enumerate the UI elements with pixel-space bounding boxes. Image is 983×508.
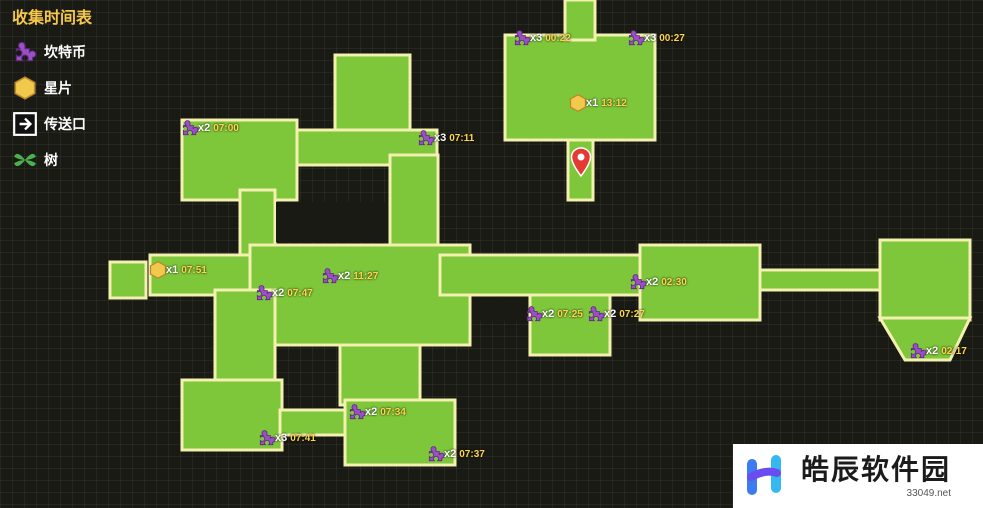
legend-label-coin: 坎特币 — [44, 44, 86, 60]
marker-count: x2 — [272, 287, 285, 299]
marker-puzzle[interactable]: x3 00:27 — [626, 28, 685, 48]
puzzle-icon — [256, 285, 273, 301]
puzzle-icon — [910, 343, 927, 359]
legend-item-portal: 传送口 — [12, 106, 92, 142]
marker-count: x3 — [275, 432, 288, 444]
marker-time: 07:00 — [213, 122, 239, 134]
marker-puzzle[interactable]: x3 07:41 — [257, 428, 316, 448]
puzzle-icon — [349, 404, 366, 420]
map-room-east-lower — [528, 293, 612, 357]
map-corridor-tower-base — [295, 128, 439, 167]
map-room-mid-east — [638, 243, 762, 322]
marker-puzzle[interactable]: x2 07:37 — [426, 444, 485, 464]
legend-label-tree: 树 — [44, 152, 58, 168]
star-shard-icon — [569, 93, 587, 113]
marker-count: x1 — [166, 264, 179, 276]
marker-time: 07:11 — [449, 132, 475, 144]
map-room-detached-left — [108, 260, 148, 300]
marker-puzzle[interactable]: x3 07:11 — [416, 128, 474, 148]
marker-time: 00:27 — [659, 32, 685, 44]
marker-puzzle[interactable]: x2 02:17 — [908, 341, 967, 361]
puzzle-icon — [526, 306, 543, 322]
site-logo-icon — [747, 455, 781, 495]
puzzle-icon — [12, 39, 38, 65]
marker-time: 07:25 — [557, 308, 583, 320]
puzzle-icon — [259, 430, 276, 446]
star-shard-icon — [12, 75, 38, 101]
marker-puzzle[interactable]: x2 02:30 — [628, 272, 687, 292]
map-room-main-north — [180, 118, 299, 202]
map-wall-2 — [472, 297, 528, 321]
marker-puzzle[interactable]: x2 07:47 — [254, 283, 313, 303]
legend-item-tree: 树 — [12, 142, 92, 178]
marker-time: 02:30 — [661, 276, 687, 288]
marker-count: x2 — [926, 345, 939, 357]
legend-label-star: 星片 — [44, 80, 72, 96]
marker-time: 02:17 — [941, 345, 967, 357]
marker-puzzle[interactable]: x2 07:34 — [347, 402, 406, 422]
puzzle-icon — [514, 30, 531, 46]
marker-count: x2 — [646, 276, 659, 288]
puzzle-icon — [182, 120, 199, 136]
marker-time: 07:41 — [290, 432, 316, 444]
marker-count: x3 — [644, 32, 657, 44]
marker-count: x2 — [365, 406, 378, 418]
portal-icon — [12, 111, 38, 137]
watermark: 皓辰软件园 33049.net — [733, 444, 983, 508]
map-corridor-east — [438, 253, 642, 297]
watermark-name: 皓辰软件园 — [801, 453, 952, 485]
marker-puzzle[interactable]: x2 07:27 — [586, 304, 645, 324]
map-corridor-far-east — [758, 268, 882, 292]
marker-puzzle[interactable]: x3 00:22 — [512, 28, 571, 48]
puzzle-icon — [322, 268, 339, 284]
marker-puzzle[interactable]: x2 07:00 — [180, 118, 239, 138]
marker-count: x2 — [542, 308, 555, 320]
marker-time: 07:51 — [181, 264, 207, 276]
puzzle-icon — [588, 306, 605, 322]
map-room-north-detached — [503, 33, 657, 142]
map-wall-1 — [276, 202, 388, 242]
marker-puzzle[interactable]: x2 07:25 — [524, 304, 583, 324]
star-shard-icon — [149, 260, 167, 280]
map-corridor-south-west — [213, 288, 277, 387]
marker-count: x2 — [198, 122, 211, 134]
marker-count: x2 — [444, 448, 457, 460]
marker-count: x2 — [604, 308, 617, 320]
marker-count: x1 — [586, 97, 599, 109]
puzzle-icon — [428, 446, 445, 462]
legend-item-coin: 坎特币 — [12, 34, 92, 70]
map-room-tower — [333, 53, 412, 132]
marker-count: x3 — [530, 32, 543, 44]
watermark-url: 33049.net — [906, 487, 952, 499]
map-corridor-north-top — [563, 0, 597, 42]
marker-time: 13:12 — [601, 97, 627, 109]
map-room-far-east — [878, 238, 972, 322]
puzzle-icon — [630, 274, 647, 290]
map-room-far-east-tip — [877, 316, 973, 362]
tree-icon — [12, 147, 38, 173]
marker-time: 07:47 — [287, 287, 313, 299]
marker-time: 00:22 — [545, 32, 571, 44]
map-corridor-east-drop — [388, 153, 440, 252]
marker-time: 07:27 — [619, 308, 645, 320]
legend-title: 收集时间表 — [12, 10, 93, 27]
marker-count: x2 — [338, 270, 351, 282]
marker-time: 11:27 — [353, 270, 379, 282]
location-pin-icon[interactable] — [570, 147, 592, 177]
legend-label-portal: 传送口 — [44, 116, 86, 132]
marker-star[interactable]: x1 13:12 — [568, 93, 627, 113]
map-corridor-central-south — [338, 343, 422, 407]
marker-count: x3 — [434, 132, 447, 144]
marker-puzzle[interactable]: x2 11:27 — [320, 266, 378, 286]
puzzle-icon — [628, 30, 645, 46]
marker-star[interactable]: x1 07:51 — [148, 260, 207, 280]
marker-time: 07:34 — [380, 406, 406, 418]
legend-panel: 收集时间表 坎特币 星片 传送口 树 — [12, 4, 92, 178]
puzzle-icon — [418, 130, 435, 146]
marker-time: 07:37 — [459, 448, 485, 460]
legend-item-star: 星片 — [12, 70, 92, 106]
